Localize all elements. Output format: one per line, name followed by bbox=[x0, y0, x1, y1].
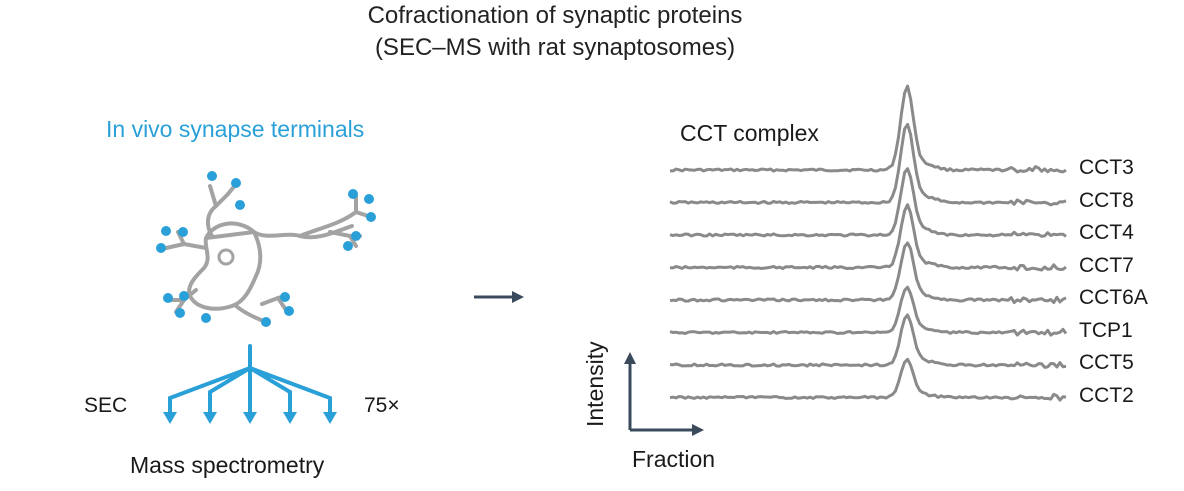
cct-complex-label: CCT complex bbox=[680, 120, 819, 146]
mass-spectrometry-label: Mass spectrometry bbox=[130, 452, 325, 478]
arrow-heads bbox=[163, 412, 337, 424]
synapse-terminal bbox=[284, 306, 294, 316]
trace-label-cct2: CCT2 bbox=[1079, 383, 1134, 407]
synapse-terminal bbox=[364, 194, 374, 204]
synapse-terminal bbox=[366, 212, 376, 222]
synapse-terminal bbox=[163, 293, 173, 303]
trace-label-cct7: CCT7 bbox=[1079, 253, 1134, 277]
figure-title-line-1: Cofractionation of synaptic proteins bbox=[367, 2, 743, 29]
sec-fractionation-arrows bbox=[168, 344, 332, 416]
trace-label-cct5: CCT5 bbox=[1079, 351, 1134, 374]
synapse-terminal bbox=[235, 200, 245, 210]
synapse-terminal bbox=[348, 189, 358, 199]
synapse-terminal bbox=[351, 231, 361, 241]
fraction-count-label: 75× bbox=[364, 394, 400, 417]
neuron-icon bbox=[164, 182, 370, 324]
x-axis-label: Fraction bbox=[632, 446, 716, 472]
synapse-terminal bbox=[179, 291, 189, 301]
synapse-terminals bbox=[156, 171, 376, 327]
trace-cct6a bbox=[669, 241, 1067, 305]
synapse-terminals-heading: In vivo synapse terminals bbox=[106, 116, 365, 142]
plot-axes bbox=[628, 362, 694, 432]
x-axis-arrow-icon bbox=[692, 424, 704, 436]
synapse-terminal bbox=[343, 241, 353, 251]
trace-cct4 bbox=[669, 167, 1067, 238]
synapse-terminal bbox=[207, 171, 217, 181]
synapse-terminal bbox=[161, 226, 171, 236]
trace-label-tcp1: TCP1 bbox=[1079, 318, 1133, 342]
synapse-terminal bbox=[201, 313, 211, 323]
synapse-terminal bbox=[231, 178, 241, 188]
synapse-terminal bbox=[280, 292, 290, 302]
sec-label: SEC bbox=[84, 394, 128, 417]
trace-cct5 bbox=[669, 313, 1067, 369]
y-axis-arrow-icon bbox=[624, 352, 636, 364]
trace-label-cct8: CCT8 bbox=[1079, 188, 1134, 212]
synapse-terminal bbox=[156, 243, 166, 253]
trace-label-cct3: CCT3 bbox=[1079, 156, 1134, 179]
figure-title-line-2: (SEC–MS with rat synaptosomes) bbox=[374, 34, 736, 61]
synapse-terminal bbox=[261, 317, 271, 327]
soma-nucleus bbox=[217, 248, 235, 266]
trace-cct7 bbox=[669, 203, 1067, 272]
trace-cct3 bbox=[670, 84, 1067, 174]
trace-tcp1 bbox=[669, 285, 1068, 337]
synapse-terminal bbox=[178, 227, 188, 237]
trace-cct8 bbox=[669, 122, 1067, 207]
trace-label-cct6a: CCT6A bbox=[1079, 286, 1148, 309]
trace-label-cct4: CCT4 bbox=[1079, 221, 1134, 244]
elution-traces bbox=[669, 84, 1068, 402]
trace-cct2 bbox=[669, 357, 1067, 402]
flow-arrow-icon bbox=[474, 291, 524, 303]
synapse-terminal bbox=[175, 308, 185, 318]
